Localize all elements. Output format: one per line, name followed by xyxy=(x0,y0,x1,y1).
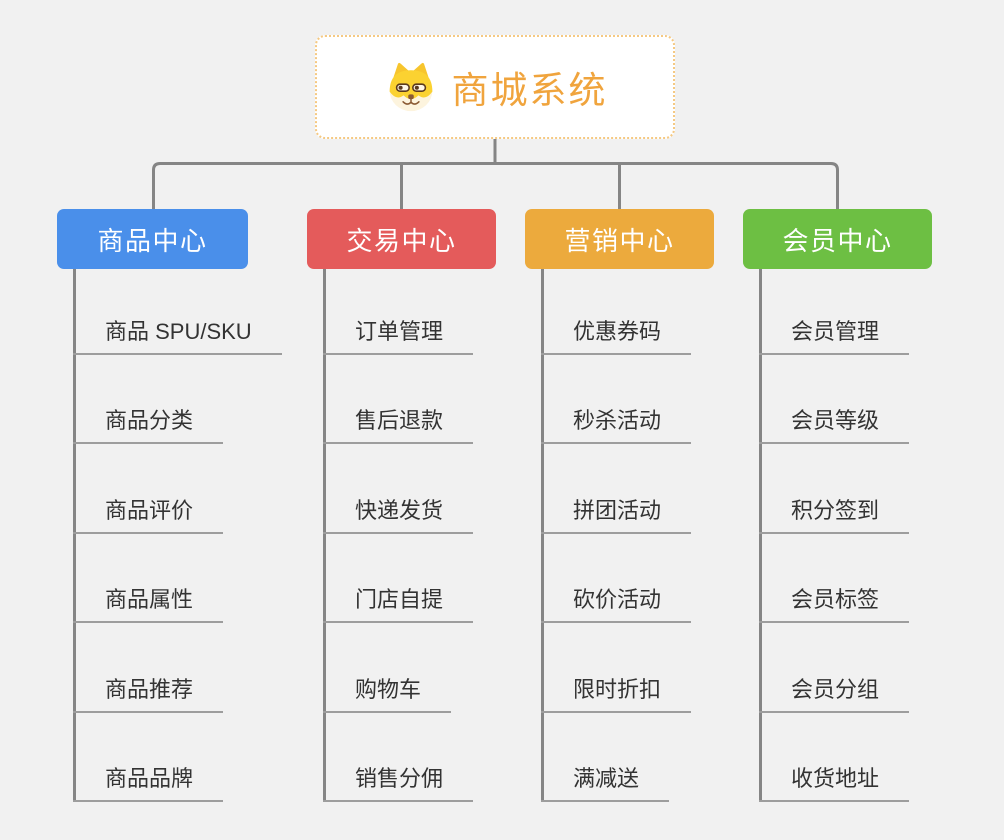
branch-drop-line xyxy=(73,269,76,802)
leaf-node[interactable]: 积分签到 xyxy=(759,498,910,534)
leaf-node[interactable]: 售后退款 xyxy=(323,408,474,444)
leaf-node[interactable]: 购物车 xyxy=(323,677,452,713)
shiba-dog-icon xyxy=(383,61,439,113)
leaf-node[interactable]: 会员管理 xyxy=(759,319,910,355)
leaf-node[interactable]: 会员分组 xyxy=(759,677,910,713)
leaf-node[interactable]: 会员等级 xyxy=(759,408,910,444)
branch-drop-line xyxy=(759,269,762,802)
leaf-node[interactable]: 快递发货 xyxy=(323,498,474,534)
leaf-node[interactable]: 满减送 xyxy=(541,766,670,802)
leaf-node[interactable]: 商品属性 xyxy=(73,587,224,623)
leaf-node[interactable]: 门店自提 xyxy=(323,587,474,623)
leaf-node[interactable]: 收货地址 xyxy=(759,766,910,802)
leaf-node[interactable]: 限时折扣 xyxy=(541,677,692,713)
leaf-node[interactable]: 商品 SPU/SKU xyxy=(73,319,282,355)
branch-node-2[interactable]: 交易中心 xyxy=(307,209,496,269)
branch-node-3[interactable]: 营销中心 xyxy=(525,209,714,269)
leaf-node[interactable]: 会员标签 xyxy=(759,587,910,623)
leaf-node[interactable]: 优惠券码 xyxy=(541,319,692,355)
branch-drop-line xyxy=(541,269,544,802)
leaf-node[interactable]: 商品品牌 xyxy=(73,766,224,802)
leaf-node[interactable]: 拼团活动 xyxy=(541,498,692,534)
leaf-node[interactable]: 秒杀活动 xyxy=(541,408,692,444)
root-title: 商城系统 xyxy=(451,70,608,111)
branch-node-4[interactable]: 会员中心 xyxy=(743,209,932,269)
leaf-node[interactable]: 商品评价 xyxy=(73,498,224,534)
leaf-node[interactable]: 商品分类 xyxy=(73,408,224,444)
branch-node-1[interactable]: 商品中心 xyxy=(57,209,248,269)
branch-drop-line xyxy=(323,269,326,802)
leaf-node[interactable]: 销售分佣 xyxy=(323,766,474,802)
leaf-node[interactable]: 订单管理 xyxy=(323,319,474,355)
root-node[interactable]: 商城系统 xyxy=(315,35,675,139)
leaf-node[interactable]: 商品推荐 xyxy=(73,677,224,713)
leaf-node[interactable]: 砍价活动 xyxy=(541,587,692,623)
